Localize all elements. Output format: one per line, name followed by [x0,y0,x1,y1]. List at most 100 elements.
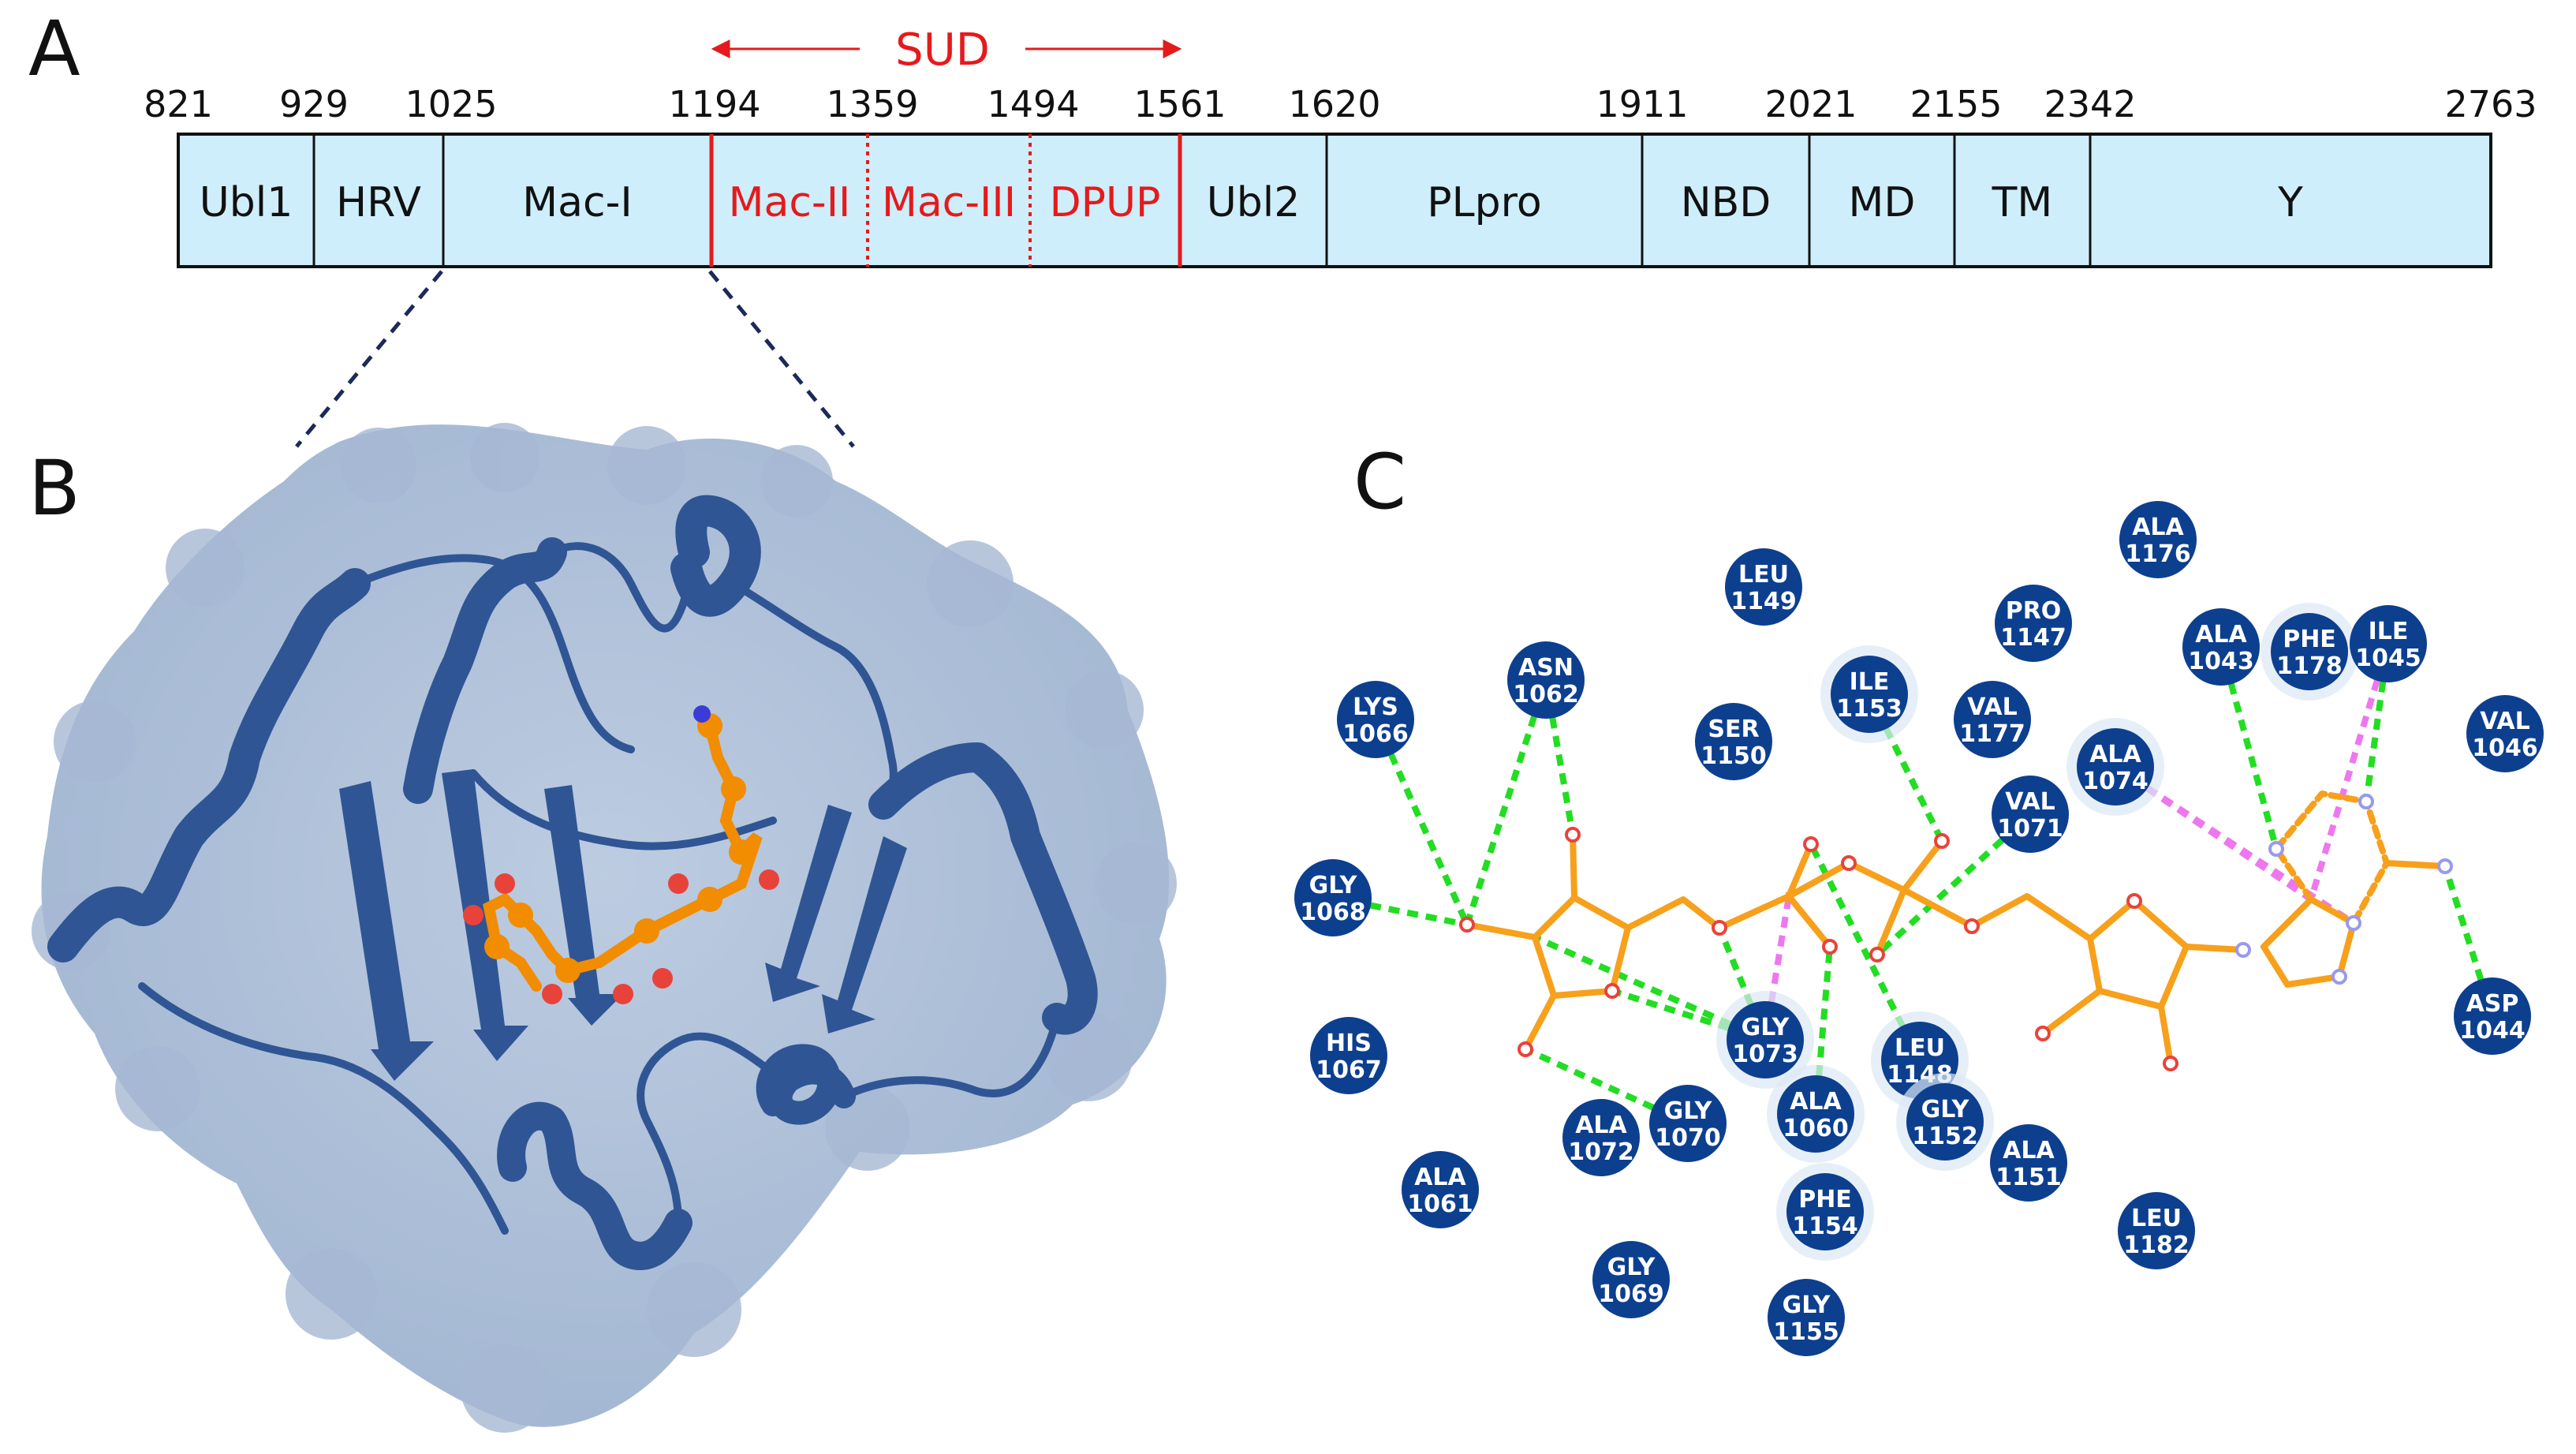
residue-name: LYS [1353,693,1398,721]
protein-ribbon [47,495,1098,1270]
residue-number: 1070 [1655,1124,1721,1152]
hbond-line [1875,812,2033,957]
residue-number: 1152 [1912,1123,1978,1150]
residue-number: 1147 [2000,624,2066,652]
residue-number: 1068 [1300,899,1366,926]
position-label: 2763 [2444,83,2537,125]
residue-number: 1061 [1407,1190,1473,1218]
residue-number: 1176 [2125,540,2191,568]
proximal-ribose [2087,898,2190,1010]
residue-name: ALA [1790,1088,1842,1116]
residue-number: 1072 [1568,1138,1634,1166]
residue-name: LEU [1738,561,1789,589]
residue-number: 1071 [1997,815,2063,843]
position-label: 2155 [1910,83,2002,125]
residue-number: 1045 [2355,645,2421,672]
residue-name: LEU [2131,1205,2182,1232]
phosphorus-label-1: P [1784,889,1794,908]
residue-circle [1592,1241,1670,1318]
domain-label: Mac-III [882,179,1016,226]
panel-label-b: B [28,444,80,533]
residue-circle [1649,1085,1727,1162]
position-label: 1561 [1133,83,1226,125]
domain-label: TM [1992,179,2053,226]
ligand-2d [1464,791,2448,1067]
helix-upper-right [670,495,761,617]
residue-name: ALA [2089,741,2141,768]
residue-number: 1073 [1732,1041,1798,1068]
residue-circle [1294,859,1372,936]
residue-number: 1149 [1730,588,1797,615]
residue-name: ASN [1518,654,1574,682]
residue-circle [1507,641,1585,719]
residue-circle [2077,728,2154,805]
residue-name: ALA [2132,514,2184,541]
residue-name: VAL [2005,788,2055,816]
domain-label: Y [2277,179,2303,226]
strand-1 [339,781,434,1081]
ligand-atoms: P P [1459,794,2453,1071]
position-label: 1911 [1596,83,1688,125]
residue-number: 1060 [1783,1115,1849,1142]
residue-name: VAL [1967,693,2018,721]
position-label: 1620 [1288,83,1380,125]
strand-5 [822,836,907,1033]
residue-number: 1177 [1959,720,2025,748]
residue-circle [1777,1075,1854,1153]
residue-name: LEU [1895,1034,1945,1062]
position-label: 2342 [2044,83,2136,125]
residue-name: PRO [2006,597,2062,625]
residue-number: 1151 [1995,1164,2062,1191]
helix-left [47,568,371,962]
protein-surface [41,424,1170,1427]
callout-line-right [708,270,855,448]
residue-number: 1046 [2472,734,2538,762]
residue-circle [2466,695,2544,772]
residue-circle [2454,977,2531,1055]
protein-structure [32,423,1177,1433]
residue-name: SER [1708,716,1759,743]
residue-circle [1725,548,1802,626]
residue-circle [2350,605,2427,682]
residue-name: ASP [2466,990,2519,1018]
panel-label-c: C [1353,438,1406,526]
domain-label: Mac-I [522,179,632,226]
position-label: 2021 [1764,83,1857,125]
residue-name: GLY [1607,1254,1656,1281]
domain-label: NBD [1681,179,1771,226]
position-label: 821 [144,83,213,125]
sud-label: SUD [895,24,990,76]
helix-bottom [497,1101,693,1270]
residue-circle [1786,1173,1864,1250]
residue-name: HIS [1326,1030,1372,1057]
distal-ribose [1532,895,1631,999]
residue-name: ALA [2003,1137,2055,1164]
domain-label: PLpro [1427,179,1541,226]
domain-bar-outline [177,133,2492,268]
hbond-line [1464,678,1549,926]
residue-name: GLY [1921,1096,1970,1123]
residue-number: 1043 [2188,648,2254,675]
residue-number: 1074 [2082,768,2149,795]
hbond-line [2218,645,2279,850]
residue-number: 1062 [1513,681,1579,708]
residue-name: GLY [1664,1097,1713,1125]
domain-dividers [312,134,2092,267]
residue-circle [1695,703,1772,780]
